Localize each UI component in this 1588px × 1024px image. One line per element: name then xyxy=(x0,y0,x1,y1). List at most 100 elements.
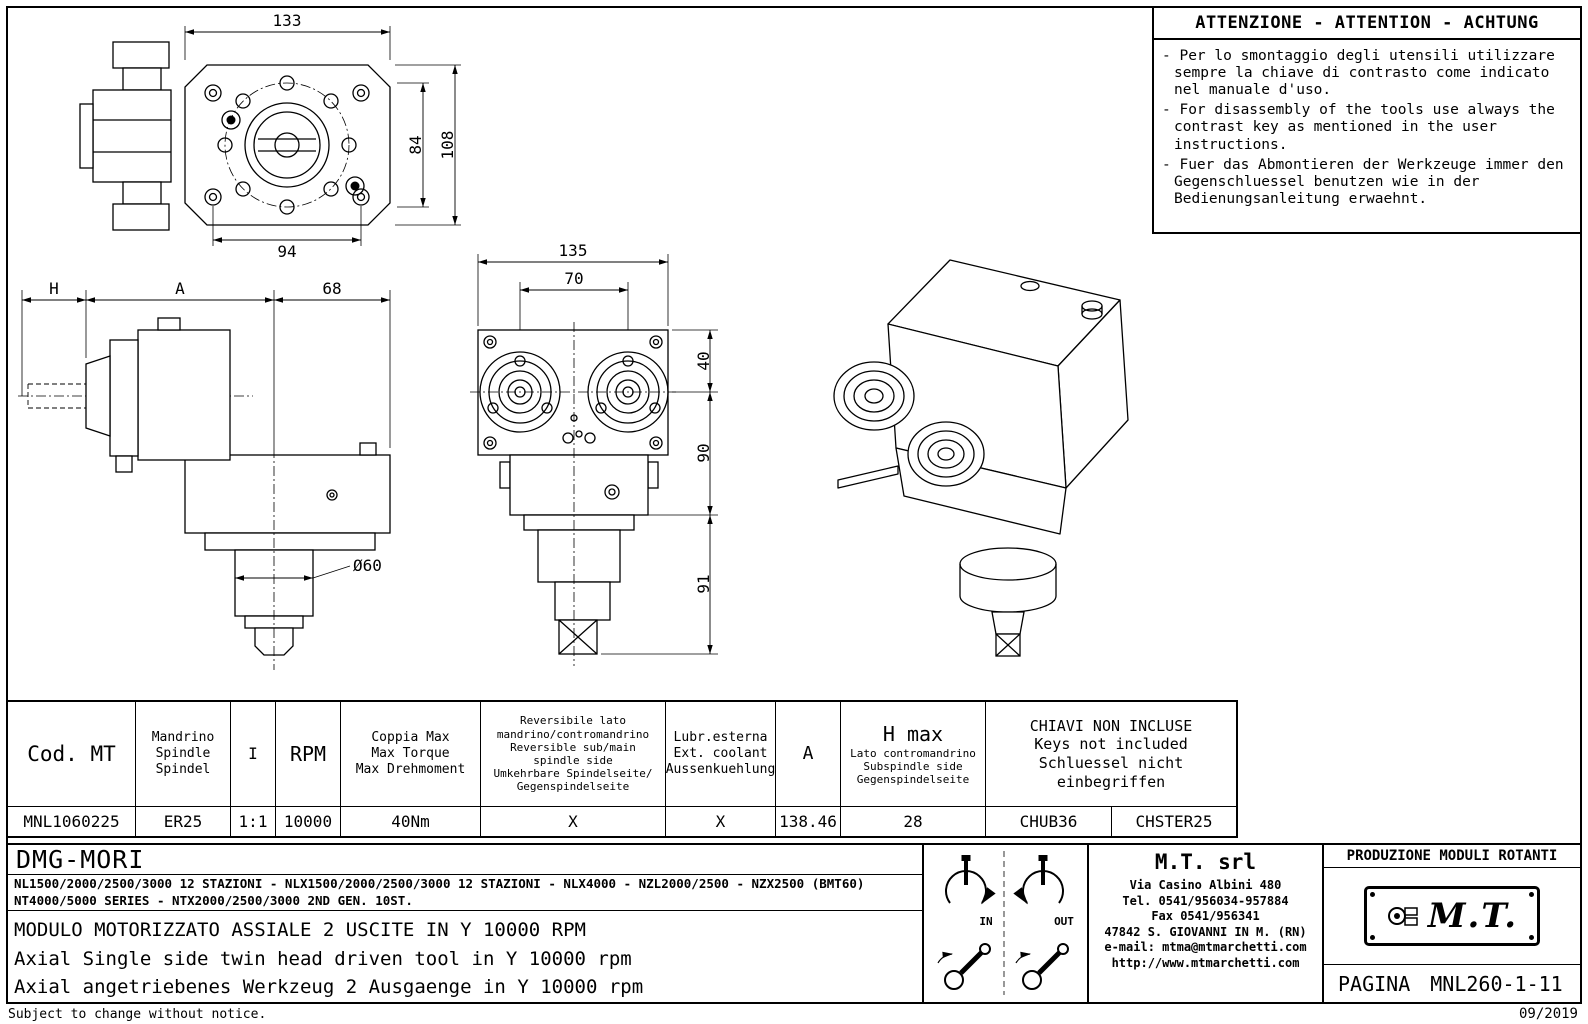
side-view-body xyxy=(85,317,391,656)
logo-dot xyxy=(1529,935,1534,940)
front-view-drawing: 133 94 84 108 xyxy=(79,11,461,260)
product-title-it: MODULO MOTORIZZATO ASSIALE 2 USCITE IN Y… xyxy=(14,919,586,941)
col-rpm-header: RPM xyxy=(275,702,340,806)
col-a-header: A xyxy=(775,702,840,806)
value-torque: 40Nm xyxy=(340,806,480,836)
logo-dot xyxy=(1529,892,1534,897)
side-view-drawing: H A 68 Ø60 xyxy=(18,279,391,670)
col-keys-header: CHIAVI NON INCLUSE Keys not included Sch… xyxy=(985,702,1236,806)
rotation-out-label: OUT xyxy=(1054,915,1074,928)
product-titles: MODULO MOTORIZZATO ASSIALE 2 USCITE IN Y… xyxy=(8,911,922,1007)
col-coolant-header: Lubr.esterna Ext. coolant Aussenkuehlung xyxy=(665,702,775,806)
twin-view-body xyxy=(477,329,669,655)
logo-dot xyxy=(1370,935,1375,940)
iso-spindle-nose-upper xyxy=(833,361,915,431)
attention-item-de: - Fuer das Abmontieren der Werkzeuge imm… xyxy=(1162,156,1564,207)
col-spindle-header: Mandrino Spindle Spindel xyxy=(135,702,230,806)
company-name: M.T. srl xyxy=(1154,850,1257,874)
iso-output-shaft xyxy=(959,547,1057,657)
spindle-right xyxy=(587,351,669,433)
mounting-plate-front xyxy=(184,64,391,226)
value-hmax: 28 xyxy=(840,806,985,836)
company-email: e-mail: mtma@mtmarchetti.com xyxy=(1104,940,1307,955)
dim-spindle-spacing: 70 xyxy=(564,269,583,288)
logo-dot xyxy=(1370,892,1375,897)
company-website: http://www.mtmarchetti.com xyxy=(1111,955,1300,970)
rotation-out-icon xyxy=(1013,855,1064,905)
twin-spindle-view-drawing: 135 70 xyxy=(470,242,718,666)
iso-spindle-nose-lower xyxy=(907,421,985,487)
dim-body-width: 135 xyxy=(559,242,588,260)
title-block: DMG-MORI NL1500/2000/2500/3000 12 STAZIO… xyxy=(6,843,1582,1004)
value-key-1: CHUB36 xyxy=(985,806,1111,836)
hmax-subtitle: Lato contromandrino Subspindle side Gege… xyxy=(850,746,976,787)
company-fax: Fax 0541/956341 xyxy=(1151,909,1260,924)
contrast-key-icon-left xyxy=(937,943,991,990)
company-tel: Tel. 0541/956034-957884 xyxy=(1122,893,1289,908)
product-title-en: Axial Single side twin head driven tool … xyxy=(14,947,632,970)
specification-table: Cod. MT Mandrino Spindle Spindel I RPM C… xyxy=(6,700,1238,838)
company-info: M.T. srl Via Casino Albini 480 Tel. 0541… xyxy=(1087,845,1322,1002)
body-detail-holes xyxy=(483,335,663,450)
brand-name: DMG-MORI xyxy=(8,845,922,875)
dim-a: A xyxy=(175,279,185,298)
front-view-dimensions: 133 94 84 108 xyxy=(184,11,461,260)
value-ratio: 1:1 xyxy=(230,806,275,836)
attention-body: - Per lo smontaggio degli utensili utili… xyxy=(1154,40,1580,219)
rotation-direction-diagram: IN OUT xyxy=(937,851,1074,995)
value-reversible: X xyxy=(480,806,665,836)
page-number-row: PAGINA MNL260-1-11 xyxy=(1324,964,1580,1002)
company-city: 47842 S. GIOVANNI IN M. (RN) xyxy=(1104,924,1307,939)
rotation-in-icon xyxy=(945,855,996,905)
dim-plate-width: 133 xyxy=(273,11,302,30)
spindle-diameter-dimension: Ø60 xyxy=(235,556,382,581)
machine-compatibility: NL1500/2000/2500/3000 12 STAZIONI - NLX1… xyxy=(8,875,922,911)
col-torque-header: Coppia Max Max Torque Max Drehmoment xyxy=(340,702,480,806)
value-spindle: ER25 xyxy=(135,806,230,836)
page-label: PAGINA xyxy=(1338,971,1411,996)
machine-list-line1: NL1500/2000/2500/3000 12 STAZIONI - NLX1… xyxy=(14,876,865,892)
dim-bolt-spacing: 94 xyxy=(277,242,296,260)
value-key-2: CHSTER25 xyxy=(1111,806,1236,836)
twin-view-dimensions-top: 135 70 xyxy=(477,242,669,348)
mt-logo-text: M.T. xyxy=(1427,896,1519,936)
dim-spindle-diameter: Ø60 xyxy=(353,556,382,575)
spindle-left xyxy=(479,351,561,433)
isometric-view-drawing xyxy=(833,259,1129,657)
side-view-dimensions-top: H A 68 xyxy=(21,279,391,448)
attention-item-en: - For disassembly of the tools use alway… xyxy=(1162,102,1555,153)
title-block-right: PRODUZIONE MODULI ROTANTI M.T. xyxy=(1322,845,1580,1002)
attention-title: ATTENZIONE - ATTENTION - ACHTUNG xyxy=(1154,8,1580,40)
col-ratio-header: I xyxy=(230,702,275,806)
change-notice: Subject to change without notice. xyxy=(8,1007,267,1022)
dim-axis-to-flange: 90 xyxy=(694,443,713,462)
contrast-key-icon-right xyxy=(1015,943,1069,990)
attention-item-it: - Per lo smontaggio degli utensili utili… xyxy=(1162,48,1555,99)
logo-area: M.T. xyxy=(1324,868,1580,964)
dim-plate-height: 108 xyxy=(438,131,457,160)
dim-flange-to-tip: 91 xyxy=(694,574,713,593)
hidden-tool-outline xyxy=(27,383,86,409)
collet-assembly-front xyxy=(79,41,172,231)
value-rpm: 10000 xyxy=(275,806,340,836)
page-value: MNL260-1-11 xyxy=(1430,971,1563,996)
hmax-title: H max xyxy=(882,721,944,746)
value-a: 138.46 xyxy=(775,806,840,836)
col-reversible-header: Reversibile lato mandrino/contromandrino… xyxy=(480,702,665,806)
rotation-direction-panel: IN OUT xyxy=(922,845,1087,1002)
attention-box: ATTENZIONE - ATTENTION - ACHTUNG - Per l… xyxy=(1152,6,1582,234)
production-label: PRODUZIONE MODULI ROTANTI xyxy=(1324,845,1580,868)
company-address: Via Casino Albini 480 xyxy=(1129,878,1282,892)
dim-inner-height: 84 xyxy=(406,135,425,154)
mt-logo: M.T. xyxy=(1364,886,1540,946)
dim-top-to-axis: 40 xyxy=(694,351,713,370)
col-codmt-header: Cod. MT xyxy=(27,741,116,766)
twin-view-dimensions-right: 40 90 91 xyxy=(601,329,718,655)
col-hmax-header: H max Lato contromandrino Subspindle sid… xyxy=(840,702,985,806)
value-cod-mt: MNL1060225 xyxy=(8,806,135,836)
revision-date: 09/2019 xyxy=(1518,1006,1578,1022)
value-coolant: X xyxy=(665,806,775,836)
title-block-left: DMG-MORI NL1500/2000/2500/3000 12 STAZIO… xyxy=(8,845,922,1002)
dim-h: H xyxy=(49,279,59,298)
